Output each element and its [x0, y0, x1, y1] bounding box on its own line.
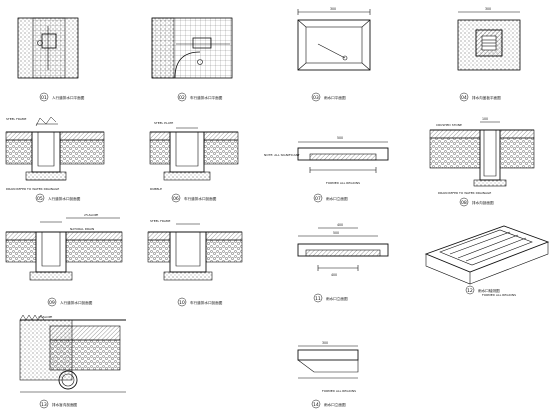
- caption-d11: 11 雨水口立面图: [313, 293, 348, 303]
- label-slope-09: 2%SLOPE: [84, 213, 98, 217]
- caption-d1: 01 人行道排水口平面图: [39, 92, 85, 102]
- detail-05-section: [5, 116, 105, 181]
- svg-text:人行道排水口平面图: 人行道排水口平面图: [52, 95, 85, 100]
- svg-text:人行道排水口剖面图: 人行道排水口剖面图: [48, 196, 81, 201]
- caption-d4: 04 排水沟盖板平面图: [459, 92, 501, 102]
- label-steel-frame-10: STEEL FRAME: [150, 219, 170, 223]
- label-note-07: NOTE: ALL SIGNIFICANT: [264, 153, 300, 157]
- dim-11b: 500: [333, 231, 339, 235]
- detail-10-section: [147, 223, 243, 281]
- dim-07: 500: [337, 136, 343, 140]
- caption-d6: 06 车行道排水口剖面图: [171, 193, 217, 203]
- svg-text:12: 12: [467, 288, 473, 294]
- svg-text:车行道排水口平面图: 车行道排水口平面图: [190, 95, 223, 100]
- caption-d14: 14 雨水口立面图: [311, 399, 346, 409]
- svg-text:06: 06: [173, 196, 179, 202]
- label-steel-frame-05: STEEL FRAME: [6, 117, 26, 121]
- svg-text:车行道排水口剖面图: 车行道排水口剖面图: [190, 300, 223, 305]
- detail-02-plan: [151, 17, 233, 79]
- caption-d7: 07 雨水口立面图: [313, 193, 348, 203]
- svg-text:排水沟剖面图: 排水沟剖面图: [472, 200, 494, 205]
- detail-04-plan: [457, 11, 521, 71]
- svg-text:02: 02: [179, 95, 185, 101]
- label-formed-12: FORMED ALL REGIONS: [482, 293, 516, 297]
- label-slope-13: 2%SLOPE: [38, 315, 52, 319]
- detail-12-isometric: [424, 225, 550, 285]
- caption-d2: 02 车行道排水口平面图: [177, 92, 223, 102]
- detail-11-elevation: [297, 227, 389, 271]
- label-drain-05: DRAIN REFER TO WATER DRAINAGE: [6, 187, 59, 191]
- svg-text:人行道排水口剖面图: 人行道排水口剖面图: [60, 300, 93, 305]
- label-natural-drain-09: NATURAL DRAIN: [70, 227, 94, 231]
- svg-text:04: 04: [461, 95, 467, 101]
- caption-d3: 03 雨水口平面图: [311, 92, 346, 102]
- detail-13-section: [19, 314, 126, 393]
- svg-text:07: 07: [315, 196, 321, 202]
- svg-text:车行道排水口剖面图: 车行道排水口剖面图: [184, 196, 217, 201]
- detail-06-section: [149, 127, 239, 181]
- dim-11a: 400: [337, 223, 343, 227]
- dim-08: 100: [482, 117, 488, 121]
- label-rubble-06: RUBBLE: [150, 187, 162, 191]
- label-formed-07: FORMED ALL REGIONS: [326, 181, 360, 185]
- dim-04: 300: [485, 7, 491, 11]
- detail-09-section: [5, 217, 123, 281]
- svg-text:雨水口立面图: 雨水口立面图: [326, 196, 348, 201]
- svg-text:13: 13: [41, 402, 47, 408]
- detail-01-plan: [17, 17, 79, 79]
- caption-d8: 08 排水沟剖面图: [459, 197, 494, 207]
- detail-07-elevation: [297, 141, 389, 173]
- caption-d5: 05 人行道排水口剖面图: [35, 193, 81, 203]
- caption-d9: 09 人行道排水口剖面图: [47, 297, 93, 307]
- svg-text:14: 14: [313, 402, 319, 408]
- detail-03-plan: [297, 9, 371, 71]
- svg-text:雨水口立面图: 雨水口立面图: [326, 296, 348, 301]
- detail-14-elevation: [297, 345, 359, 379]
- labels: 300 300 500 400 500 400 300 100 STEEL FR…: [6, 7, 516, 409]
- label-formed-14: FORMED ALL REGIONS: [322, 389, 356, 393]
- caption-d12: 12 雨水口轴测图: [465, 285, 500, 295]
- svg-text:01: 01: [41, 95, 47, 101]
- svg-text:09: 09: [49, 300, 55, 306]
- svg-text:08: 08: [461, 200, 467, 206]
- svg-text:雨水口立面图: 雨水口立面图: [324, 402, 346, 407]
- svg-text:11: 11: [315, 296, 321, 302]
- label-crushed-08: CRUSHED STONE: [436, 123, 462, 127]
- svg-text:排水沟盖板平面图: 排水沟盖板平面图: [472, 95, 501, 100]
- svg-text:雨水口平面图: 雨水口平面图: [324, 95, 346, 100]
- caption-d10: 10 车行道排水口剖面图: [177, 297, 223, 307]
- caption-d13: 13 排水盲沟剖面图: [39, 399, 78, 409]
- dim-11c: 400: [331, 273, 337, 277]
- svg-text:排水盲沟剖面图: 排水盲沟剖面图: [52, 402, 78, 407]
- svg-text:03: 03: [313, 95, 319, 101]
- svg-text:05: 05: [37, 196, 43, 202]
- detail-08-section: [429, 121, 535, 187]
- dim-03: 300: [330, 7, 336, 11]
- svg-text:雨水口轴测图: 雨水口轴测图: [478, 288, 500, 293]
- label-drain-08: DRAIN REFER TO WATER DRAINAGE: [438, 191, 491, 195]
- label-steel-plate-06: STEEL PLATE: [154, 121, 173, 125]
- dim-14: 300: [322, 341, 328, 345]
- svg-text:10: 10: [179, 300, 185, 306]
